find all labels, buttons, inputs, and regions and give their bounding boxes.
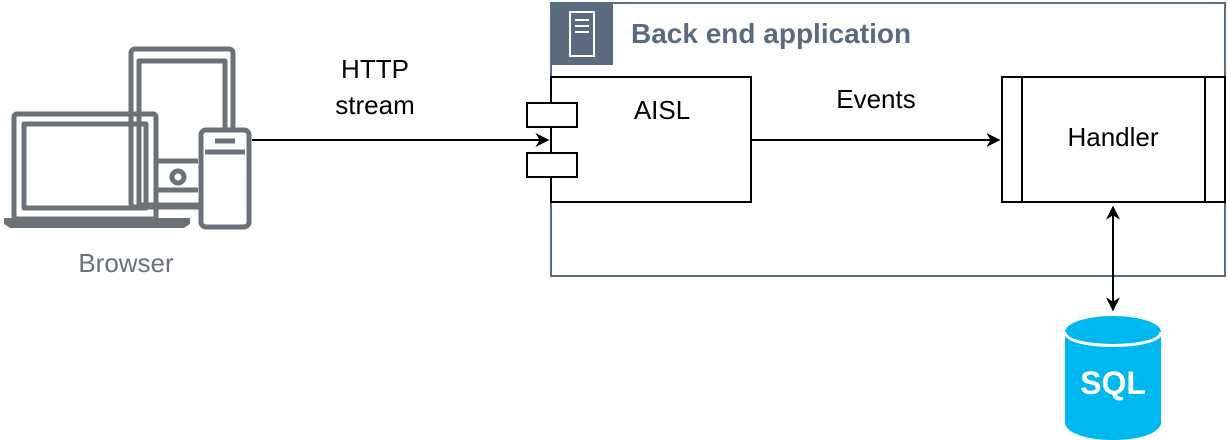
backend-header-tab [551, 3, 613, 65]
server-icon [569, 11, 595, 57]
browser-label: Browser [78, 248, 174, 278]
handler-process [1001, 76, 1226, 203]
stream-label: stream [335, 90, 414, 120]
aisl-port-bottom [526, 152, 578, 178]
database-icon [1063, 316, 1163, 440]
events-label: Events [836, 84, 916, 114]
devices-icon [4, 46, 252, 230]
sql-label: SQL [1080, 365, 1146, 401]
aisl-label: AISL [634, 95, 690, 125]
aisl-port-top [526, 102, 578, 128]
http-label: HTTP [341, 54, 409, 84]
handler-label: Handler [1067, 122, 1158, 152]
backend-title: Back end application [631, 18, 911, 49]
